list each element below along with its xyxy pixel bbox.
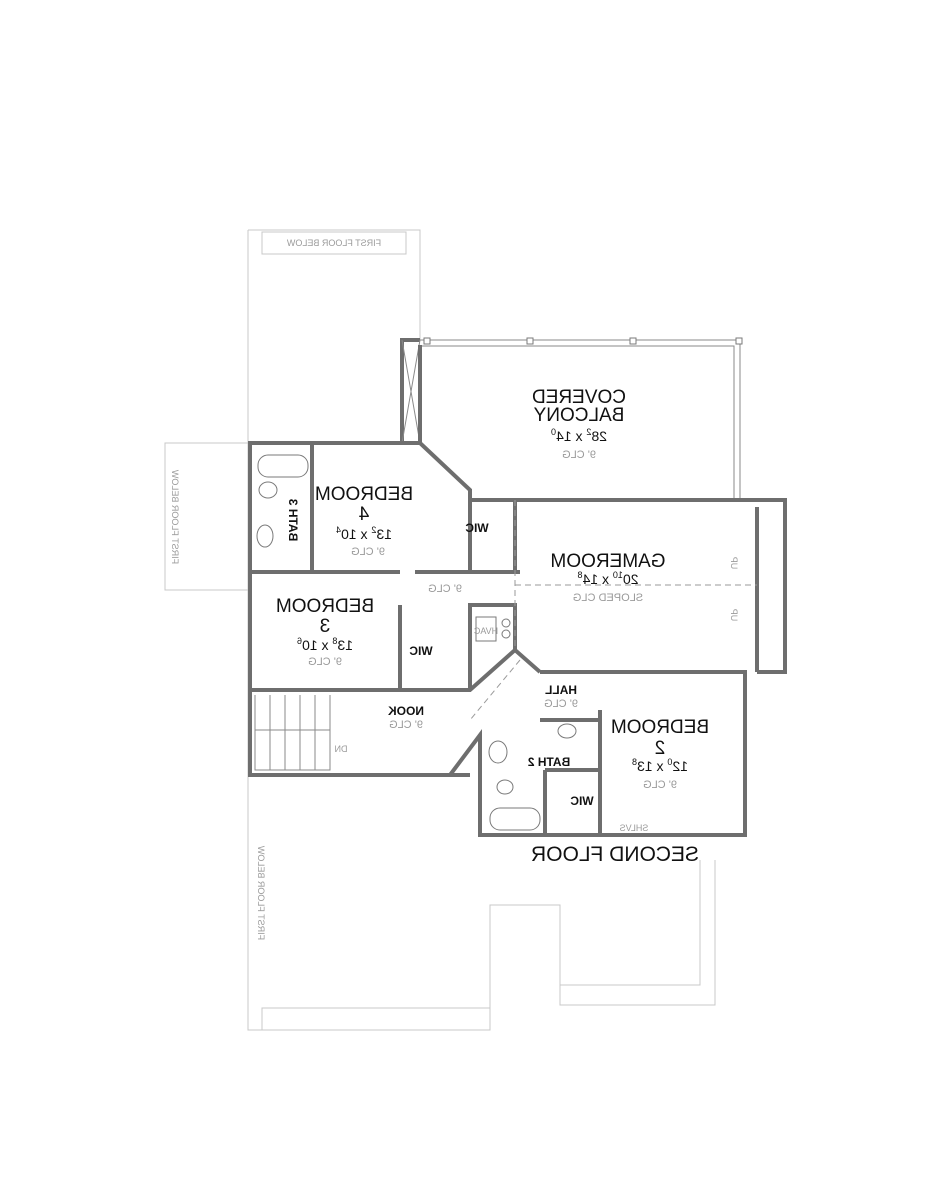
walls <box>248 337 787 837</box>
first-floor-label-left: FIRST FLOOR BELOW <box>170 469 180 564</box>
ceiling-note: SLOPED CLG <box>573 592 643 604</box>
room-dimensions: 132 x 104 <box>336 525 392 542</box>
bedroom-2: BEDROOM 2 120 x 138 9' CLG <box>611 717 709 791</box>
ceiling-note: 9' CLG <box>389 719 423 731</box>
room-name: BALCONY <box>533 405 624 426</box>
ceiling-note: 9' CLG <box>643 779 677 791</box>
wic-label: WIC <box>570 794 594 808</box>
room-name: COVERED <box>532 387 626 408</box>
bath-2-label: BATH 2 <box>527 755 570 769</box>
first-floor-label-top: FIRST FLOOR BELOW <box>286 238 381 248</box>
first-floor-label-bottom: FIRST FLOOR BELOW <box>256 845 266 940</box>
nook-label: NOOK <box>388 704 424 718</box>
room-dimensions: 2010 x 148 <box>578 570 639 587</box>
room-name: BEDROOM <box>315 484 413 505</box>
hall-label: HALL <box>545 683 577 697</box>
first-floor-outline <box>164 229 716 1031</box>
up-label: UP <box>729 609 739 622</box>
ceiling-note: 9' CLG <box>351 546 385 558</box>
bedroom-3: BEDROOM 3 138 x 106 9' CLG <box>276 596 374 668</box>
room-dimensions: 120 x 138 <box>632 757 688 774</box>
hvac-label: HVAC <box>473 626 498 636</box>
ceiling-note: 9' CLG <box>428 583 462 595</box>
room-name: BEDROOM <box>276 596 374 617</box>
stairs-down-label: DN <box>335 744 348 754</box>
bath-3-label: BATH 3 <box>286 498 300 541</box>
ceiling-note: 9' CLG <box>308 656 342 668</box>
room-dimensions: 282 x 140 <box>551 427 607 444</box>
room-name: 2 <box>655 738 666 759</box>
gameroom: GAMEROOM 2010 x 148 SLOPED CLG UP UP <box>550 551 739 621</box>
covered-balcony: COVERED BALCONY 282 x 140 9' CLG <box>532 387 626 461</box>
ceiling-note: 9' CLG <box>544 698 578 710</box>
ceiling-note: 9' CLG <box>562 449 596 461</box>
room-name: GAMEROOM <box>550 551 665 572</box>
up-label: UP <box>729 557 739 570</box>
wic-label: WIC <box>409 644 433 658</box>
wic-label: WIC <box>465 521 489 535</box>
bedroom-4: BEDROOM 4 132 x 104 9' CLG <box>315 484 413 558</box>
room-dimensions: 138 x 106 <box>297 636 353 653</box>
room-name: 3 <box>320 616 331 637</box>
plan-title: SECOND FLOOR <box>531 843 699 866</box>
room-name: BEDROOM <box>611 717 709 738</box>
room-name: 4 <box>358 504 369 525</box>
shelves-label: SHLVS <box>620 823 649 833</box>
